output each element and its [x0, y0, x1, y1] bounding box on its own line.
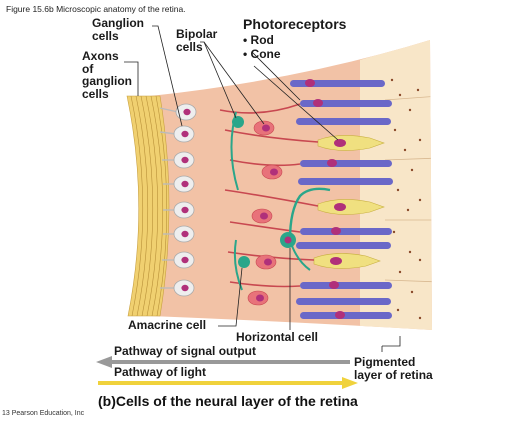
amacrine-cell	[238, 256, 250, 268]
ganglion-cell	[163, 201, 195, 219]
rod-cell	[296, 242, 391, 249]
ganglion-cell	[162, 251, 195, 269]
figure-title: Figure 15.6b Microscopic anatomy of the …	[6, 4, 186, 14]
ganglion-cell	[162, 151, 195, 169]
rod-cell	[296, 118, 391, 125]
ganglion-cell	[163, 175, 195, 193]
ganglion-cell	[159, 103, 197, 121]
ganglion-cell	[159, 125, 195, 143]
rod-cells	[290, 79, 393, 319]
axon-fibers	[130, 95, 168, 317]
caption-text: Cells of the neural layer of the retina	[115, 393, 358, 409]
cone-cell	[317, 199, 385, 215]
photoreceptors-label: Photoreceptors	[243, 16, 347, 32]
cone-cell	[313, 253, 381, 269]
cone-label: • Cone	[243, 47, 281, 61]
rod-label: • Rod	[243, 33, 274, 47]
horizontal-cell-label: Horizontal cell	[236, 330, 319, 344]
bipolar-cell	[251, 208, 273, 224]
rod-cell	[298, 178, 393, 185]
amacrine-cell	[232, 116, 244, 128]
bipolar-cells-label: Bipolar cells	[176, 27, 218, 54]
pigmented-layer-label: Pigmented layer of retina	[354, 355, 433, 382]
rod-cell	[300, 311, 392, 319]
amacrine-cell-label: Amacrine cell	[128, 318, 207, 332]
rod-cell	[300, 159, 392, 167]
horizontal-cell	[280, 187, 331, 271]
ganglion-cells-label: Ganglion cells	[92, 16, 144, 43]
rod-cell	[300, 281, 392, 289]
rod-cell	[296, 298, 391, 305]
bipolar-cells	[219, 103, 319, 288]
bipolar-cell	[253, 120, 275, 136]
rod-cell	[290, 79, 385, 87]
signal-output-arrow	[96, 356, 350, 368]
axons-label: Axons of ganglion cells	[82, 49, 132, 101]
light-pathway-label: Pathway of light	[114, 365, 207, 379]
rod-cell	[300, 99, 392, 107]
ganglion-cell	[163, 225, 195, 243]
cone-cell	[317, 135, 385, 151]
rod-cell	[300, 227, 392, 235]
leader-lines	[124, 25, 401, 352]
bipolar-cell	[261, 164, 283, 180]
caption-letter: (b)	[98, 393, 116, 409]
ganglion-cells	[159, 103, 197, 297]
light-pathway-arrow	[98, 377, 358, 389]
ganglion-cell	[160, 279, 195, 297]
cone-cells	[313, 135, 385, 269]
pigmented-layer	[360, 40, 432, 330]
bipolar-cell	[247, 290, 269, 306]
figure-caption: (b)Cells of the neural layer of the reti…	[98, 393, 358, 409]
copyright-notice: 13 Pearson Education, Inc	[2, 410, 85, 417]
pigment-granules	[390, 78, 422, 320]
bipolar-cell	[255, 254, 277, 270]
signal-output-label: Pathway of signal output	[114, 344, 257, 358]
